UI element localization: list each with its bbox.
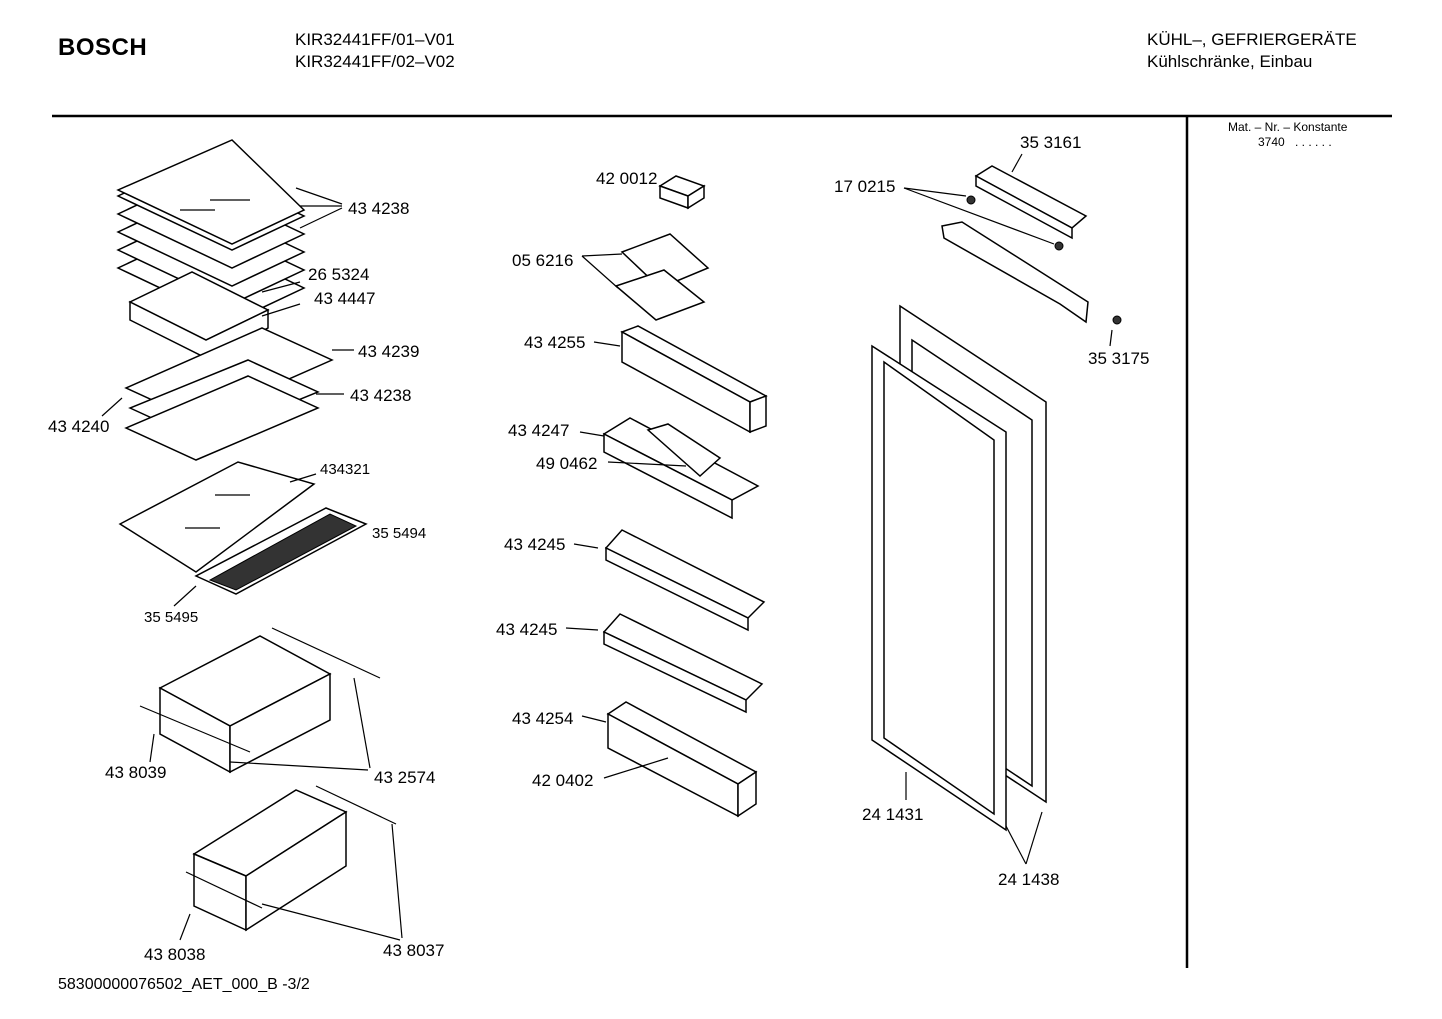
leader-lines: [101, 153, 1113, 941]
part-label: 26 5324: [308, 265, 369, 284]
part-label: 43 4447: [314, 289, 375, 308]
small-box-part: [658, 175, 706, 210]
document-number: 58300000076502_AET_000_B: [58, 976, 278, 993]
egg-trays: [614, 233, 710, 321]
part-label: 24 1438: [998, 870, 1059, 889]
mat-nr-label: Mat. – Nr. – Konstante: [1228, 120, 1348, 134]
part-label: 43 8039: [105, 763, 166, 782]
part-label: 35 5494: [372, 525, 426, 542]
category-subtitle: Kühlschränke, Einbau: [1147, 52, 1313, 71]
hinge-bracket: [941, 221, 1089, 324]
door-bin-4: [602, 613, 764, 714]
door-bin-1: [620, 325, 768, 434]
category-title: KÜHL–, GEFRIERGERÄTE: [1147, 30, 1357, 49]
part-label: 42 0402: [532, 771, 593, 790]
part-label: 43 4240: [48, 417, 109, 436]
part-label: 43 8038: [144, 945, 205, 964]
part-label: 43 4247: [508, 421, 569, 440]
part-label: 43 4238: [350, 386, 411, 405]
model-number-2: KIR32441FF/02–V02: [295, 52, 455, 71]
part-label: 43 8037: [383, 941, 444, 960]
part-label: 43 4245: [496, 620, 557, 639]
crisper-drawer-lower: [185, 785, 397, 932]
part-label: 35 5495: [144, 609, 198, 626]
document-id: 58300000076502_AET_000_B -3/2: [58, 976, 310, 994]
mat-nr-value: 3740: [1258, 135, 1285, 149]
part-label: 17 0215: [834, 177, 895, 196]
split-glass-shelf: [124, 327, 334, 461]
brand-logo: BOSCH: [58, 34, 148, 61]
part-label: 35 3175: [1088, 349, 1149, 368]
part-label: 43 2574: [374, 768, 435, 787]
door-bin-5: [606, 701, 758, 818]
part-label: 35 3161: [1020, 133, 1081, 152]
part-label: 05 6216: [512, 251, 573, 270]
door-bin-2: [602, 417, 760, 520]
part-label: 43 4238: [348, 199, 409, 218]
part-label: 43 4254: [512, 709, 573, 728]
part-label: 42 0012: [596, 169, 657, 188]
part-label: 43 4255: [524, 333, 585, 352]
part-label: 24 1431: [862, 805, 923, 824]
door-handle-cover: [974, 165, 1088, 240]
glass-shelf-stack: [116, 139, 306, 323]
part-label: 43 4245: [504, 535, 565, 554]
ventilation-grille: [194, 507, 368, 595]
page-number: -3/2: [282, 976, 310, 993]
model-number-1: KIR32441FF/01–V01: [295, 30, 455, 49]
part-labels: 43 4238 26 5324 43 4447 43 4239 43 4238 …: [48, 133, 1149, 964]
door-gasket: [871, 344, 1007, 832]
bottom-glass-plate: [118, 461, 316, 573]
part-label: 434321: [320, 461, 370, 478]
screws: [966, 195, 1122, 325]
crisper-drawer-upper: [139, 627, 381, 774]
mat-nr-dots: . . . . . .: [1295, 135, 1332, 149]
part-label: 49 0462: [536, 454, 597, 473]
door-bin-3: [604, 529, 766, 632]
part-label: 43 4239: [358, 342, 419, 361]
